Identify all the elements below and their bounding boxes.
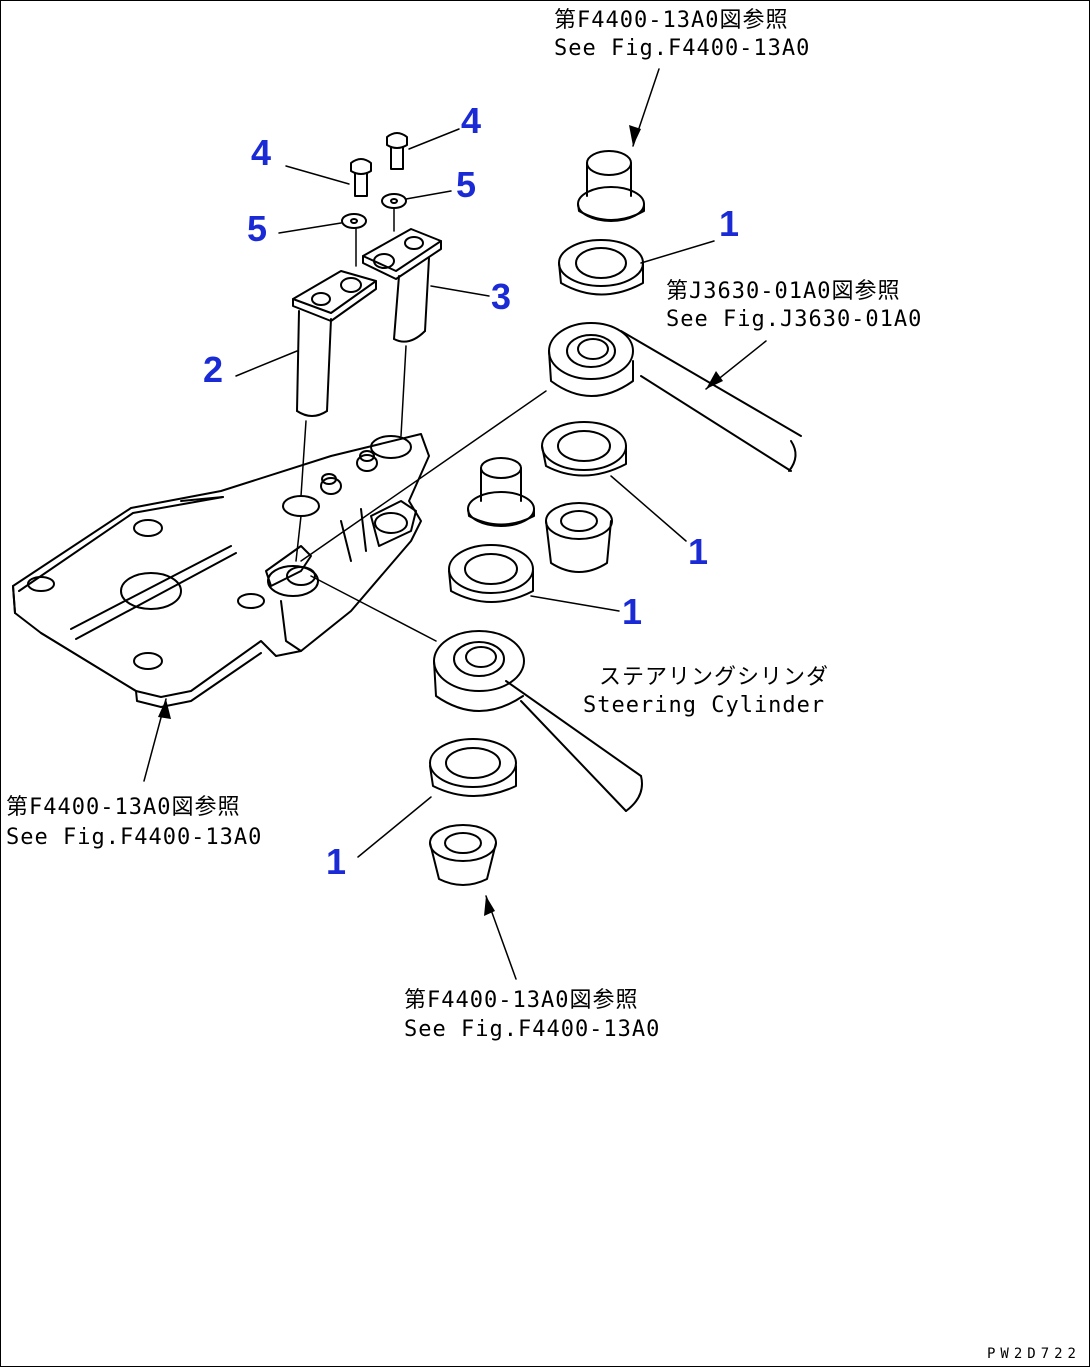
part-number-bushing-bottom: 1 xyxy=(326,841,347,882)
collar-bottom xyxy=(429,824,497,886)
washer-5-right xyxy=(381,193,407,209)
steering-cylinder-en: Steering Cylinder xyxy=(583,693,826,718)
bolt-4-left xyxy=(350,158,372,197)
ref-top-jp: 第F4400-13A0図参照 xyxy=(554,8,789,33)
pin-2 xyxy=(292,270,377,417)
frame-bracket xyxy=(12,433,430,708)
part-number-washer-left: 5 xyxy=(247,208,268,249)
steering-cylinder-jp: ステアリングシリンダ xyxy=(599,665,830,690)
part-number-bolt-right: 4 xyxy=(461,100,482,141)
bushing-mid-right xyxy=(541,421,627,477)
part-number-bushing-top: 1 xyxy=(719,203,740,244)
leader-lines xyxy=(143,68,767,980)
cylinder-rod-end-upper xyxy=(548,322,802,472)
washer-5-left xyxy=(341,213,367,229)
ref-left-en: See Fig.F4400-13A0 xyxy=(6,825,263,850)
bushing-mid xyxy=(448,544,534,603)
bushing-bottom xyxy=(429,738,517,797)
part-number-bushing-mid-right: 1 xyxy=(688,531,709,572)
collar-top xyxy=(577,150,645,222)
cylinder-rod-end-lower xyxy=(433,630,643,812)
part-number-washer-right: 5 xyxy=(456,164,477,205)
drawing-code: PW2D722 xyxy=(986,1346,1081,1362)
part-number-bolt-left: 4 xyxy=(251,132,272,173)
bolt-4-right xyxy=(386,132,408,170)
part-number-pin-left: 2 xyxy=(203,349,224,390)
ref-bottom-jp: 第F4400-13A0図参照 xyxy=(404,988,639,1013)
collar-mid-left xyxy=(467,457,535,527)
collar-mid-right xyxy=(545,502,613,573)
part-number-pin-right: 3 xyxy=(491,276,512,317)
part-number-bushing-mid: 1 xyxy=(622,591,643,632)
ref-right-en: See Fig.J3630-01A0 xyxy=(666,307,923,332)
bushing-top xyxy=(558,239,644,296)
ref-bottom-en: See Fig.F4400-13A0 xyxy=(404,1017,661,1042)
pin-3 xyxy=(362,228,442,343)
ref-left-jp: 第F4400-13A0図参照 xyxy=(6,795,241,820)
arrow-heads xyxy=(158,125,723,916)
ref-right-jp: 第J3630-01A0図参照 xyxy=(666,279,901,304)
ref-top-en: See Fig.F4400-13A0 xyxy=(554,36,811,61)
